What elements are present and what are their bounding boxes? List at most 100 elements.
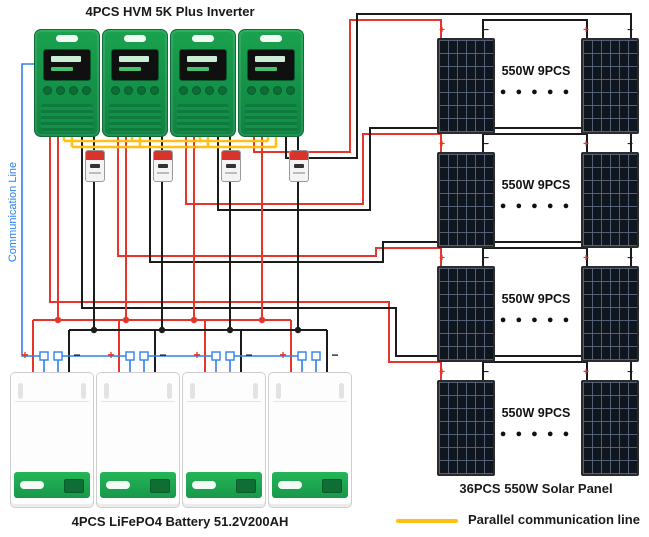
battery-3-plus-terminal: + [193, 348, 201, 362]
pv-positive-wires [49, 19, 442, 382]
inverter-buttons [111, 86, 159, 95]
panel-minus-terminal: − [627, 367, 633, 378]
circuit-breaker-4 [289, 150, 309, 182]
battery-brand-logo [106, 481, 130, 489]
panel-plus-terminal: + [583, 367, 589, 378]
inverter-display [247, 49, 295, 81]
battery-handle [81, 383, 86, 399]
inverter-buttons [179, 86, 227, 95]
panel-minus-terminal: − [483, 253, 489, 264]
battery-brand-logo [20, 481, 44, 489]
inverter-buttons [43, 86, 91, 95]
panel-plus-terminal: + [439, 367, 445, 378]
solar-panel-row3-left [437, 266, 495, 362]
junction-dots [54, 316, 302, 334]
inverter-2 [102, 29, 168, 137]
solar-row1-dots: ● ● ● ● ● [499, 86, 573, 98]
inverter-1 [34, 29, 100, 137]
battery-4 [268, 372, 352, 508]
battery-handle [253, 383, 258, 399]
inverter-vents [177, 104, 229, 132]
inverter-display [43, 49, 91, 81]
solar-panel-row2-left [437, 152, 495, 248]
inverter-brand-logo [260, 35, 282, 42]
parallel-comm-legend-label: Parallel communication line [468, 512, 640, 527]
battery-handle [18, 383, 23, 399]
battery-3-minus-terminal: − [245, 348, 253, 362]
battery-front-band [14, 472, 90, 498]
panel-plus-terminal: + [439, 139, 445, 150]
inverter-4 [238, 29, 304, 137]
breaker-switch [154, 151, 172, 160]
solar-panel-row1-right [581, 38, 639, 134]
solar-row4-dots: ● ● ● ● ● [499, 428, 573, 440]
breaker-switch [222, 151, 240, 160]
panel-minus-terminal: − [627, 139, 633, 150]
solar-panel-row1-left [437, 38, 495, 134]
battery-1 [10, 372, 94, 508]
battery-2-plus-terminal: + [107, 348, 115, 362]
panel-plus-terminal: + [439, 253, 445, 264]
solar-row2-label: 550W 9PCS [501, 178, 571, 192]
battery-front-band [186, 472, 262, 498]
battery-display [150, 479, 170, 493]
parallel-communication-wires [62, 136, 278, 149]
panel-minus-terminal: − [627, 253, 633, 264]
inverter-brand-logo [192, 35, 214, 42]
panel-plus-terminal: + [583, 253, 589, 264]
panel-minus-terminal: − [627, 25, 633, 36]
inverter-display [179, 49, 227, 81]
inverter-title: 4PCS HVM 5K Plus Inverter [85, 4, 255, 19]
inverter-vents [245, 104, 297, 132]
solar-row4-label: 550W 9PCS [501, 406, 571, 420]
panel-plus-terminal: + [439, 25, 445, 36]
battery-front-band [100, 472, 176, 498]
battery-4-minus-terminal: − [331, 348, 339, 362]
battery-title: 4PCS LiFePO4 Battery 51.2V200AH [71, 514, 289, 529]
battery-handle [276, 383, 281, 399]
panel-plus-terminal: + [583, 25, 589, 36]
communication-wires [21, 63, 321, 372]
battery-negative-wires [68, 136, 328, 372]
solar-row1-label: 550W 9PCS [501, 64, 571, 78]
panel-minus-terminal: − [483, 139, 489, 150]
battery-handle [104, 383, 109, 399]
inverter-brand-logo [56, 35, 78, 42]
pv-series-links [482, 19, 588, 382]
battery-display [64, 479, 84, 493]
parallel-comm-legend-line [396, 519, 458, 523]
solar-panel-title: 36PCS 550W Solar Panel [459, 481, 613, 496]
battery-handle [339, 383, 344, 399]
communication-line-label: Communication Line [7, 161, 19, 263]
inverter-vents [41, 104, 93, 132]
battery-comm-ports [39, 351, 321, 361]
battery-2-minus-terminal: − [159, 348, 167, 362]
battery-handle [167, 383, 172, 399]
solar-panel-row4-right [581, 380, 639, 476]
battery-front-band [272, 472, 348, 498]
battery-handle [190, 383, 195, 399]
inverter-display [111, 49, 159, 81]
battery-display [322, 479, 342, 493]
battery-1-minus-terminal: − [73, 348, 81, 362]
circuit-breaker-3 [221, 150, 241, 182]
battery-brand-logo [278, 481, 302, 489]
breaker-switch [290, 151, 308, 160]
solar-panel-row2-right [581, 152, 639, 248]
solar-row3-label: 550W 9PCS [501, 292, 571, 306]
battery-1-plus-terminal: + [21, 348, 29, 362]
panel-plus-terminal: + [583, 139, 589, 150]
battery-4-plus-terminal: + [279, 348, 287, 362]
inverter-brand-logo [124, 35, 146, 42]
battery-brand-logo [192, 481, 216, 489]
inverter-vents [109, 104, 161, 132]
solar-row2-dots: ● ● ● ● ● [499, 200, 573, 212]
inverter-3 [170, 29, 236, 137]
battery-display [236, 479, 256, 493]
solar-panel-row3-right [581, 266, 639, 362]
solar-panel-row4-left [437, 380, 495, 476]
battery-3 [182, 372, 266, 508]
battery-2 [96, 372, 180, 508]
circuit-breaker-1 [85, 150, 105, 182]
